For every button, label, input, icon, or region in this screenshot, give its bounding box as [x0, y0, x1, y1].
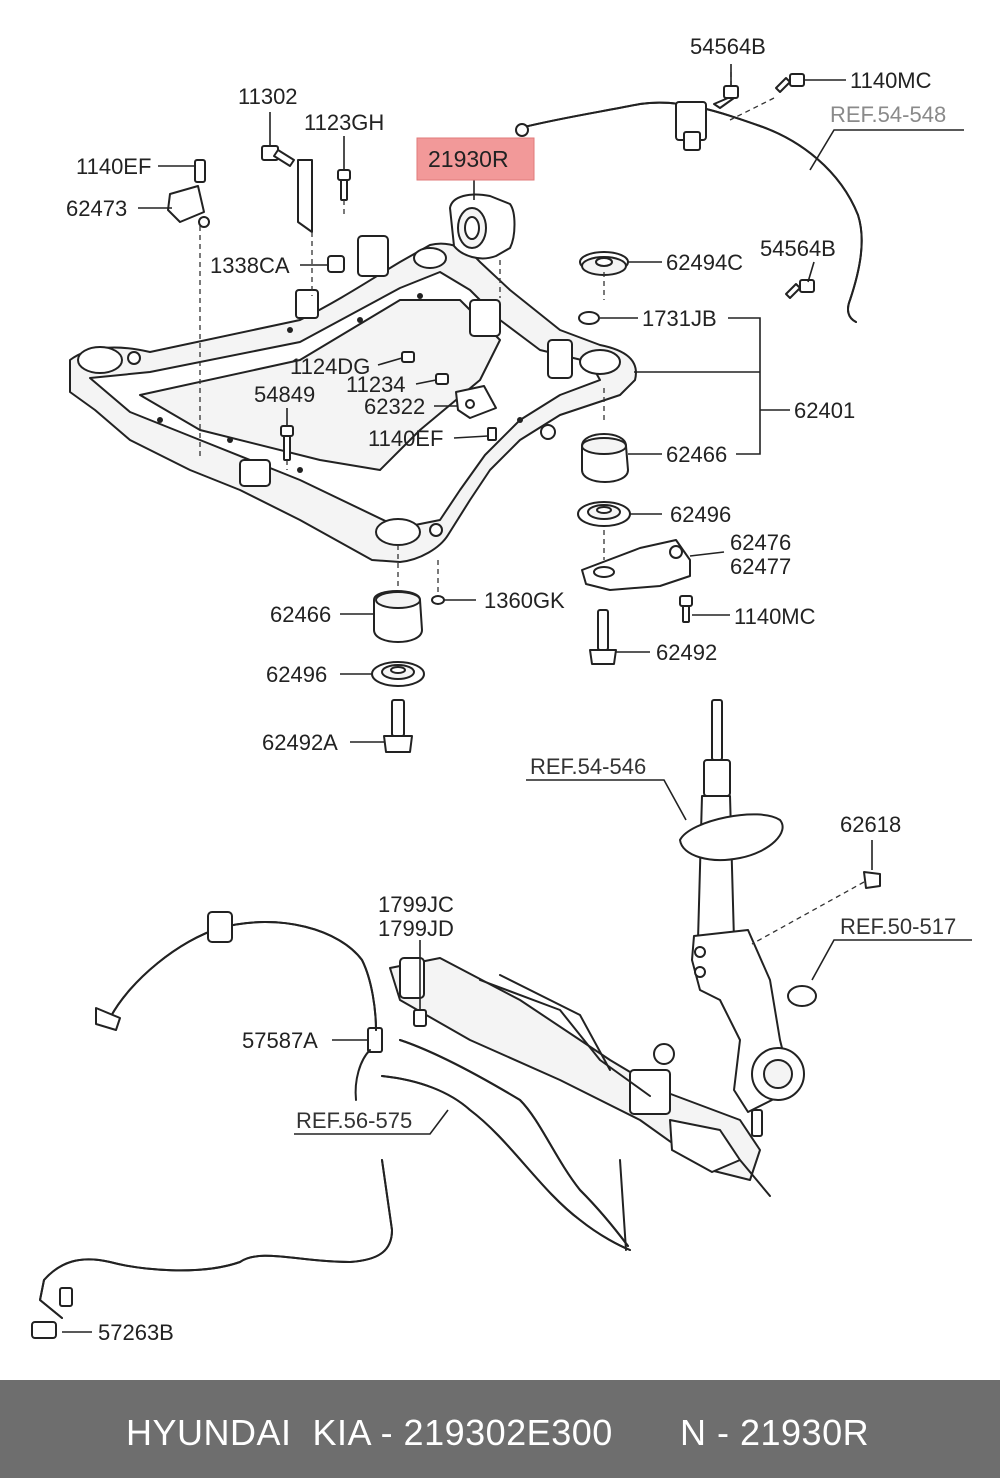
label-62476[interactable]: 62476	[730, 530, 791, 555]
label-62496-right[interactable]: 62496	[670, 502, 731, 527]
label-1140mc-top[interactable]: 1140MC	[850, 68, 932, 93]
label-1731jb[interactable]: 1731JB	[642, 306, 717, 331]
suction-hose	[31, 1159, 393, 1339]
bracket-62322	[280, 351, 497, 470]
nut-1338ca	[327, 255, 345, 273]
label-62492[interactable]: 62492	[656, 640, 717, 665]
label-1799jc[interactable]: 1799JC	[378, 892, 454, 917]
bracket-11302	[261, 145, 351, 296]
reference-labels: REF.54-548 REF.54-546 REF.50-517 REF.56-…	[296, 102, 956, 1133]
ref-56-575[interactable]: REF.56-575	[296, 1108, 412, 1133]
label-57587a[interactable]: 57587A	[242, 1028, 318, 1053]
part-number-footer: HYUNDAI KIA - 219302E300 N - 21930R	[0, 1380, 1000, 1478]
label-62466-right[interactable]: 62466	[666, 442, 727, 467]
label-1799jd[interactable]: 1799JD	[378, 916, 454, 941]
label-62494c[interactable]: 62494C	[666, 250, 743, 275]
label-62322[interactable]: 62322	[364, 394, 425, 419]
label-1124dg[interactable]: 1124DG	[290, 354, 370, 379]
label-62473[interactable]: 62473	[66, 196, 127, 221]
ref-50-517[interactable]: REF.50-517	[840, 914, 956, 939]
label-1140ef-mid[interactable]: 1140EF	[368, 426, 443, 451]
bracket-62473	[167, 159, 210, 460]
label-1123gh[interactable]: 1123GH	[304, 110, 384, 135]
label-62618[interactable]: 62618	[840, 812, 901, 837]
brand-part-number: HYUNDAI KIA - 219302E300	[126, 1412, 613, 1453]
mount-stack-left	[371, 545, 445, 753]
bolt-54564b-top	[713, 72, 739, 109]
label-62477[interactable]: 62477	[730, 554, 791, 579]
bolt-1140mc-top	[729, 73, 805, 121]
ref-54-546[interactable]: REF.54-546	[530, 754, 646, 779]
label-62401[interactable]: 62401	[794, 398, 855, 423]
label-11302[interactable]: 11302	[238, 84, 298, 109]
label-1140mc-mid[interactable]: 1140MC	[734, 604, 816, 629]
label-1140ef-top[interactable]: 1140EF	[76, 154, 151, 179]
engine-mount-21930r	[449, 193, 516, 298]
label-54564b-mid[interactable]: 54564B	[760, 236, 836, 261]
exploded-parts-diagram: 21930R 54564B 1140MC 11302 1123GH 1140EF…	[31, 34, 972, 1345]
label-21930r[interactable]: 21930R	[428, 146, 509, 172]
label-11234[interactable]: 11234	[346, 372, 406, 397]
label-1360gk[interactable]: 1360GK	[484, 588, 565, 613]
part-labels: 54564B 1140MC 11302 1123GH 1140EF 62473 …	[66, 34, 932, 1345]
stabilizer-bar	[515, 101, 863, 323]
label-1338ca[interactable]: 1338CA	[210, 253, 290, 278]
highlight-box	[416, 137, 535, 181]
bolt-54564b-mid	[785, 279, 815, 299]
return-hose	[381, 1039, 631, 1251]
leader-lines	[62, 64, 972, 1333]
strut-assembly	[679, 699, 881, 1137]
label-54564b-top[interactable]: 54564B	[690, 34, 766, 59]
label-54849[interactable]: 54849	[254, 382, 315, 407]
label-62466-left[interactable]: 62466	[270, 602, 331, 627]
oem-code: N - 21930R	[680, 1412, 870, 1453]
ref-54-548[interactable]: REF.54-548	[830, 102, 946, 127]
label-62496-left[interactable]: 62496	[266, 662, 327, 687]
label-62492a[interactable]: 62492A	[262, 730, 338, 755]
pressure-hose	[95, 911, 377, 1031]
subframe-crossmember	[69, 235, 637, 563]
mount-stack-right	[577, 251, 693, 665]
label-57263b[interactable]: 57263B	[98, 1320, 174, 1345]
